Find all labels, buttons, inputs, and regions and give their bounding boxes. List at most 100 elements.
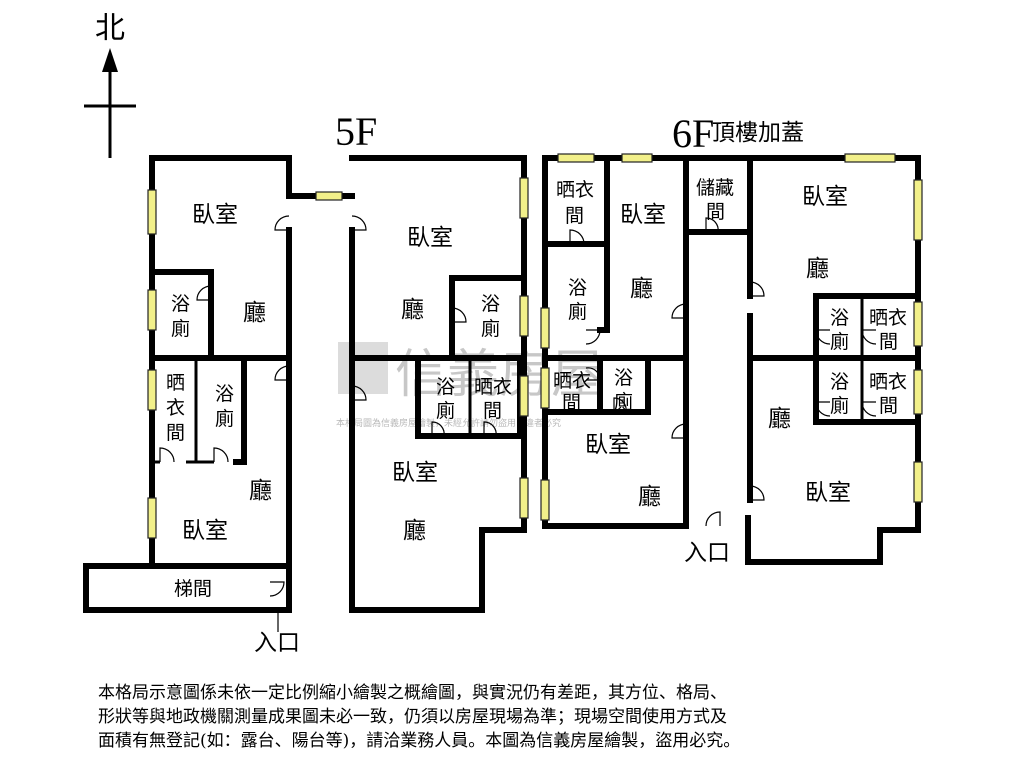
room-6f-hall-a: 廳 xyxy=(630,276,653,302)
door-6f-5 xyxy=(705,217,719,233)
window-5f-1 xyxy=(147,189,157,235)
room-5f-bath-se-2: 廁 xyxy=(436,399,455,422)
door-6f-7 xyxy=(613,397,627,413)
room-6f-laundry-a-2: 間 xyxy=(565,205,584,227)
room-6f-bedroom-b: 臥室 xyxy=(585,432,631,458)
room-6f-bath-b-1: 浴 xyxy=(614,367,633,389)
door-6f-10 xyxy=(705,511,721,527)
room-6f-laundry-b-1: 晒衣 xyxy=(553,370,591,392)
room-5f-entrance: 入口 xyxy=(254,630,300,656)
north-arrow-icon xyxy=(102,48,118,72)
wall-6f-east-unit xyxy=(745,155,921,565)
door-6f-11 xyxy=(815,329,831,345)
room-5f-stair: 梯間 xyxy=(174,578,212,600)
room-6f-storage-2: 間 xyxy=(706,201,725,223)
floor-6-title: 6F xyxy=(672,111,714,156)
window-5f-6 xyxy=(519,177,529,219)
window-6f-3 xyxy=(844,153,896,163)
floor-6-subtitle: 頂樓加蓋 xyxy=(712,120,804,146)
wall-5f-ne-bath xyxy=(449,275,527,361)
room-5f-bath-nw-1: 浴 xyxy=(171,293,190,315)
room-6f-laundry-a-1: 晒衣 xyxy=(556,179,594,201)
window-5f-3 xyxy=(147,369,157,411)
room-5f-bedroom-sw: 臥室 xyxy=(182,518,228,544)
window-6f-4 xyxy=(913,179,923,241)
disclaimer-line-1: 本格局示意圖係未依一定比例縮小繪製之概繪圖，與實況仍有差距，其方位、格局、 xyxy=(98,683,727,703)
room-6f-hall-b: 廳 xyxy=(638,484,661,510)
door-5f-7 xyxy=(269,581,285,597)
window-5f-5 xyxy=(315,191,343,201)
floor-5-plan: 臥室 浴 廁 廳 晒 衣 間 浴 廁 廳 臥室 梯間 入口 臥室 廳 浴 廁 浴… xyxy=(83,155,529,656)
door-5f-3 xyxy=(196,285,212,301)
window-5f-8 xyxy=(519,375,529,417)
door-5f-1 xyxy=(274,215,290,231)
room-6f-laundry-c-1: 晒衣 xyxy=(869,307,907,329)
door-6f-6 xyxy=(585,367,601,381)
room-6f-hall-d: 廳 xyxy=(768,406,791,432)
room-5f-bath-nw-2: 廁 xyxy=(171,317,190,340)
room-6f-bedroom-c: 臥室 xyxy=(802,184,848,210)
room-5f-hall-ne: 廳 xyxy=(401,297,424,323)
room-5f-laundry-sw-3: 間 xyxy=(166,422,185,444)
door-5f-2 xyxy=(351,215,367,231)
room-5f-bedroom-nw: 臥室 xyxy=(192,202,238,228)
room-6f-bedroom-a: 臥室 xyxy=(620,202,666,228)
disclaimer-line-2: 形狀等與地政機關測量成果圖未必一致，仍須以房屋現場為準；現場空間使用方式及 xyxy=(98,707,727,727)
room-5f-bath-sw-2: 廁 xyxy=(215,407,234,430)
room-6f-bath-a-1: 浴 xyxy=(568,277,587,299)
window-6f-5 xyxy=(540,307,550,349)
wall-5f-nw-bath xyxy=(149,269,214,361)
door-6f-9 xyxy=(749,485,765,501)
door-6f-2 xyxy=(585,329,601,345)
window-5f-4 xyxy=(147,497,157,539)
door-6f-3 xyxy=(671,303,687,319)
room-5f-hall-nw: 廳 xyxy=(243,300,266,326)
room-6f-storage-1: 儲藏 xyxy=(696,177,734,199)
north-label: 北 xyxy=(95,11,125,46)
watermark-logo xyxy=(338,342,388,394)
room-5f-hall-sw: 廳 xyxy=(249,478,272,504)
window-5f-2 xyxy=(147,289,157,331)
room-6f-laundry-d-1: 晒衣 xyxy=(869,371,907,393)
room-6f-bath-d-1: 浴 xyxy=(830,371,849,393)
wall-6f-bath-a xyxy=(597,241,610,333)
room-5f-bath-ne-2: 廁 xyxy=(481,317,500,340)
wall-5f-east-unit xyxy=(349,155,527,613)
room-5f-laundry-sw-2: 衣 xyxy=(166,397,185,419)
room-6f-bedroom-d: 臥室 xyxy=(805,480,851,506)
door-6f-13 xyxy=(815,401,831,417)
room-5f-bath-se-1: 浴 xyxy=(436,376,455,398)
wall-5f-stair xyxy=(83,563,292,613)
disclaimer-line-3: 面積有無登記(如：露台、陽台等)，請洽業務人員。本圖為信義房屋繪製，盜用必究。 xyxy=(98,731,741,751)
door-5f-4 xyxy=(274,365,290,381)
window-6f-2 xyxy=(621,153,653,163)
room-5f-bedroom-ne: 臥室 xyxy=(407,225,453,251)
window-6f-7 xyxy=(540,479,550,521)
window-6f-1 xyxy=(557,153,595,163)
room-6f-bath-c-1: 浴 xyxy=(830,307,849,329)
door-5f-8 xyxy=(451,307,467,323)
room-6f-laundry-c-2: 間 xyxy=(879,331,898,353)
floor-6-plan: 晒衣 間 臥室 浴 廁 廳 晒衣 間 浴 廁 臥室 廳 儲藏 間 臥室 廳 浴 … xyxy=(540,153,923,566)
door-6f-14 xyxy=(861,401,877,417)
window-5f-7 xyxy=(519,295,529,337)
room-5f-hall-se: 廳 xyxy=(403,518,426,544)
room-6f-bath-b-2: 廁 xyxy=(614,390,633,413)
room-5f-laundry-se-1: 晒衣 xyxy=(474,376,512,398)
room-5f-laundry-se-2: 間 xyxy=(483,400,502,422)
wall-6f-bath-d xyxy=(813,355,921,425)
room-5f-bath-sw-1: 浴 xyxy=(215,383,234,405)
window-6f-8 xyxy=(913,301,923,347)
door-6f-8 xyxy=(671,423,687,439)
room-6f-bath-a-2: 廁 xyxy=(568,300,587,323)
wall-6f-bath-c xyxy=(813,293,921,361)
window-6f-9 xyxy=(913,369,923,415)
window-5f-9 xyxy=(519,477,529,519)
room-6f-entrance: 入口 xyxy=(684,540,730,566)
window-6f-6 xyxy=(540,367,550,409)
door-5f-9 xyxy=(351,385,367,401)
room-6f-hall-c: 廳 xyxy=(806,256,829,282)
door-5f-5 xyxy=(159,447,175,463)
floor-5-title: 5F xyxy=(335,109,377,154)
